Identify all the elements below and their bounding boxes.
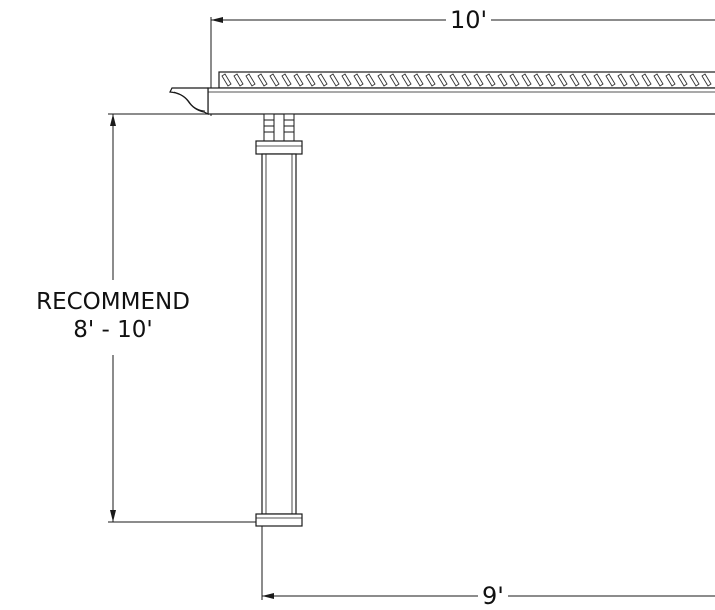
lattice-slat bbox=[401, 73, 412, 87]
lattice-slat bbox=[521, 73, 532, 87]
lattice-slat bbox=[413, 73, 424, 87]
lattice-slat bbox=[677, 73, 688, 87]
height-note-line1: RECOMMEND bbox=[36, 289, 190, 315]
lattice-slat bbox=[329, 73, 340, 87]
lattice-frame bbox=[218, 71, 715, 89]
lattice-slats bbox=[221, 73, 712, 87]
lattice-slat bbox=[605, 73, 616, 87]
post-shaft bbox=[261, 153, 297, 515]
bracket-right bbox=[283, 113, 295, 142]
lattice-slat bbox=[437, 73, 448, 87]
lattice-slat bbox=[377, 73, 388, 87]
lattice-slat bbox=[569, 73, 580, 87]
lattice-slat bbox=[353, 73, 364, 87]
lattice-slat bbox=[473, 73, 484, 87]
post bbox=[255, 140, 303, 527]
lattice-slat bbox=[305, 73, 316, 87]
lattice-slat bbox=[593, 73, 604, 87]
height-arrow-bottom bbox=[110, 510, 116, 522]
bottom-dimension-label: 9' bbox=[478, 584, 508, 608]
lattice-slat bbox=[269, 73, 280, 87]
lattice-slat bbox=[545, 73, 556, 87]
height-note-line2: 8' - 10' bbox=[73, 316, 153, 343]
lattice-slat bbox=[581, 73, 592, 87]
lattice-slat bbox=[245, 73, 256, 87]
lattice-slat bbox=[641, 73, 652, 87]
lattice-slat bbox=[497, 73, 508, 87]
lattice-slat bbox=[689, 73, 700, 87]
top-dimension-arrow bbox=[211, 17, 223, 23]
lattice-slat bbox=[341, 73, 352, 87]
lattice-slat bbox=[509, 73, 520, 87]
lattice-slat bbox=[629, 73, 640, 87]
bracket-left bbox=[263, 113, 275, 142]
lattice-slat bbox=[425, 73, 436, 87]
height-recommendation-note: RECOMMEND 8' - 10' bbox=[18, 289, 208, 344]
lattice-slat bbox=[233, 73, 244, 87]
roof-lattice bbox=[218, 71, 715, 89]
lattice-slat bbox=[557, 73, 568, 87]
lattice-slat bbox=[257, 73, 268, 87]
lattice-slat bbox=[221, 73, 232, 87]
lattice-slat bbox=[389, 73, 400, 87]
post-capital bbox=[255, 140, 303, 155]
lattice-slat bbox=[449, 73, 460, 87]
lattice-slat bbox=[365, 73, 376, 87]
post-top-brackets bbox=[263, 113, 295, 142]
lattice-slat bbox=[701, 73, 712, 87]
lattice-slat bbox=[665, 73, 676, 87]
lattice-slat bbox=[653, 73, 664, 87]
lattice-slat bbox=[617, 73, 628, 87]
main-beam bbox=[169, 87, 715, 115]
post-base bbox=[255, 513, 303, 527]
top-dimension-label: 10' bbox=[446, 8, 492, 32]
lattice-slat bbox=[281, 73, 292, 87]
lattice-slat bbox=[317, 73, 328, 87]
bottom-dimension-arrow bbox=[262, 593, 274, 599]
beam-end-scroll-inner bbox=[173, 91, 206, 112]
lattice-slat bbox=[461, 73, 472, 87]
lattice-slat bbox=[293, 73, 304, 87]
lattice-slat bbox=[533, 73, 544, 87]
height-dimension bbox=[108, 113, 256, 523]
lattice-slat bbox=[485, 73, 496, 87]
height-arrow-top bbox=[110, 114, 116, 126]
